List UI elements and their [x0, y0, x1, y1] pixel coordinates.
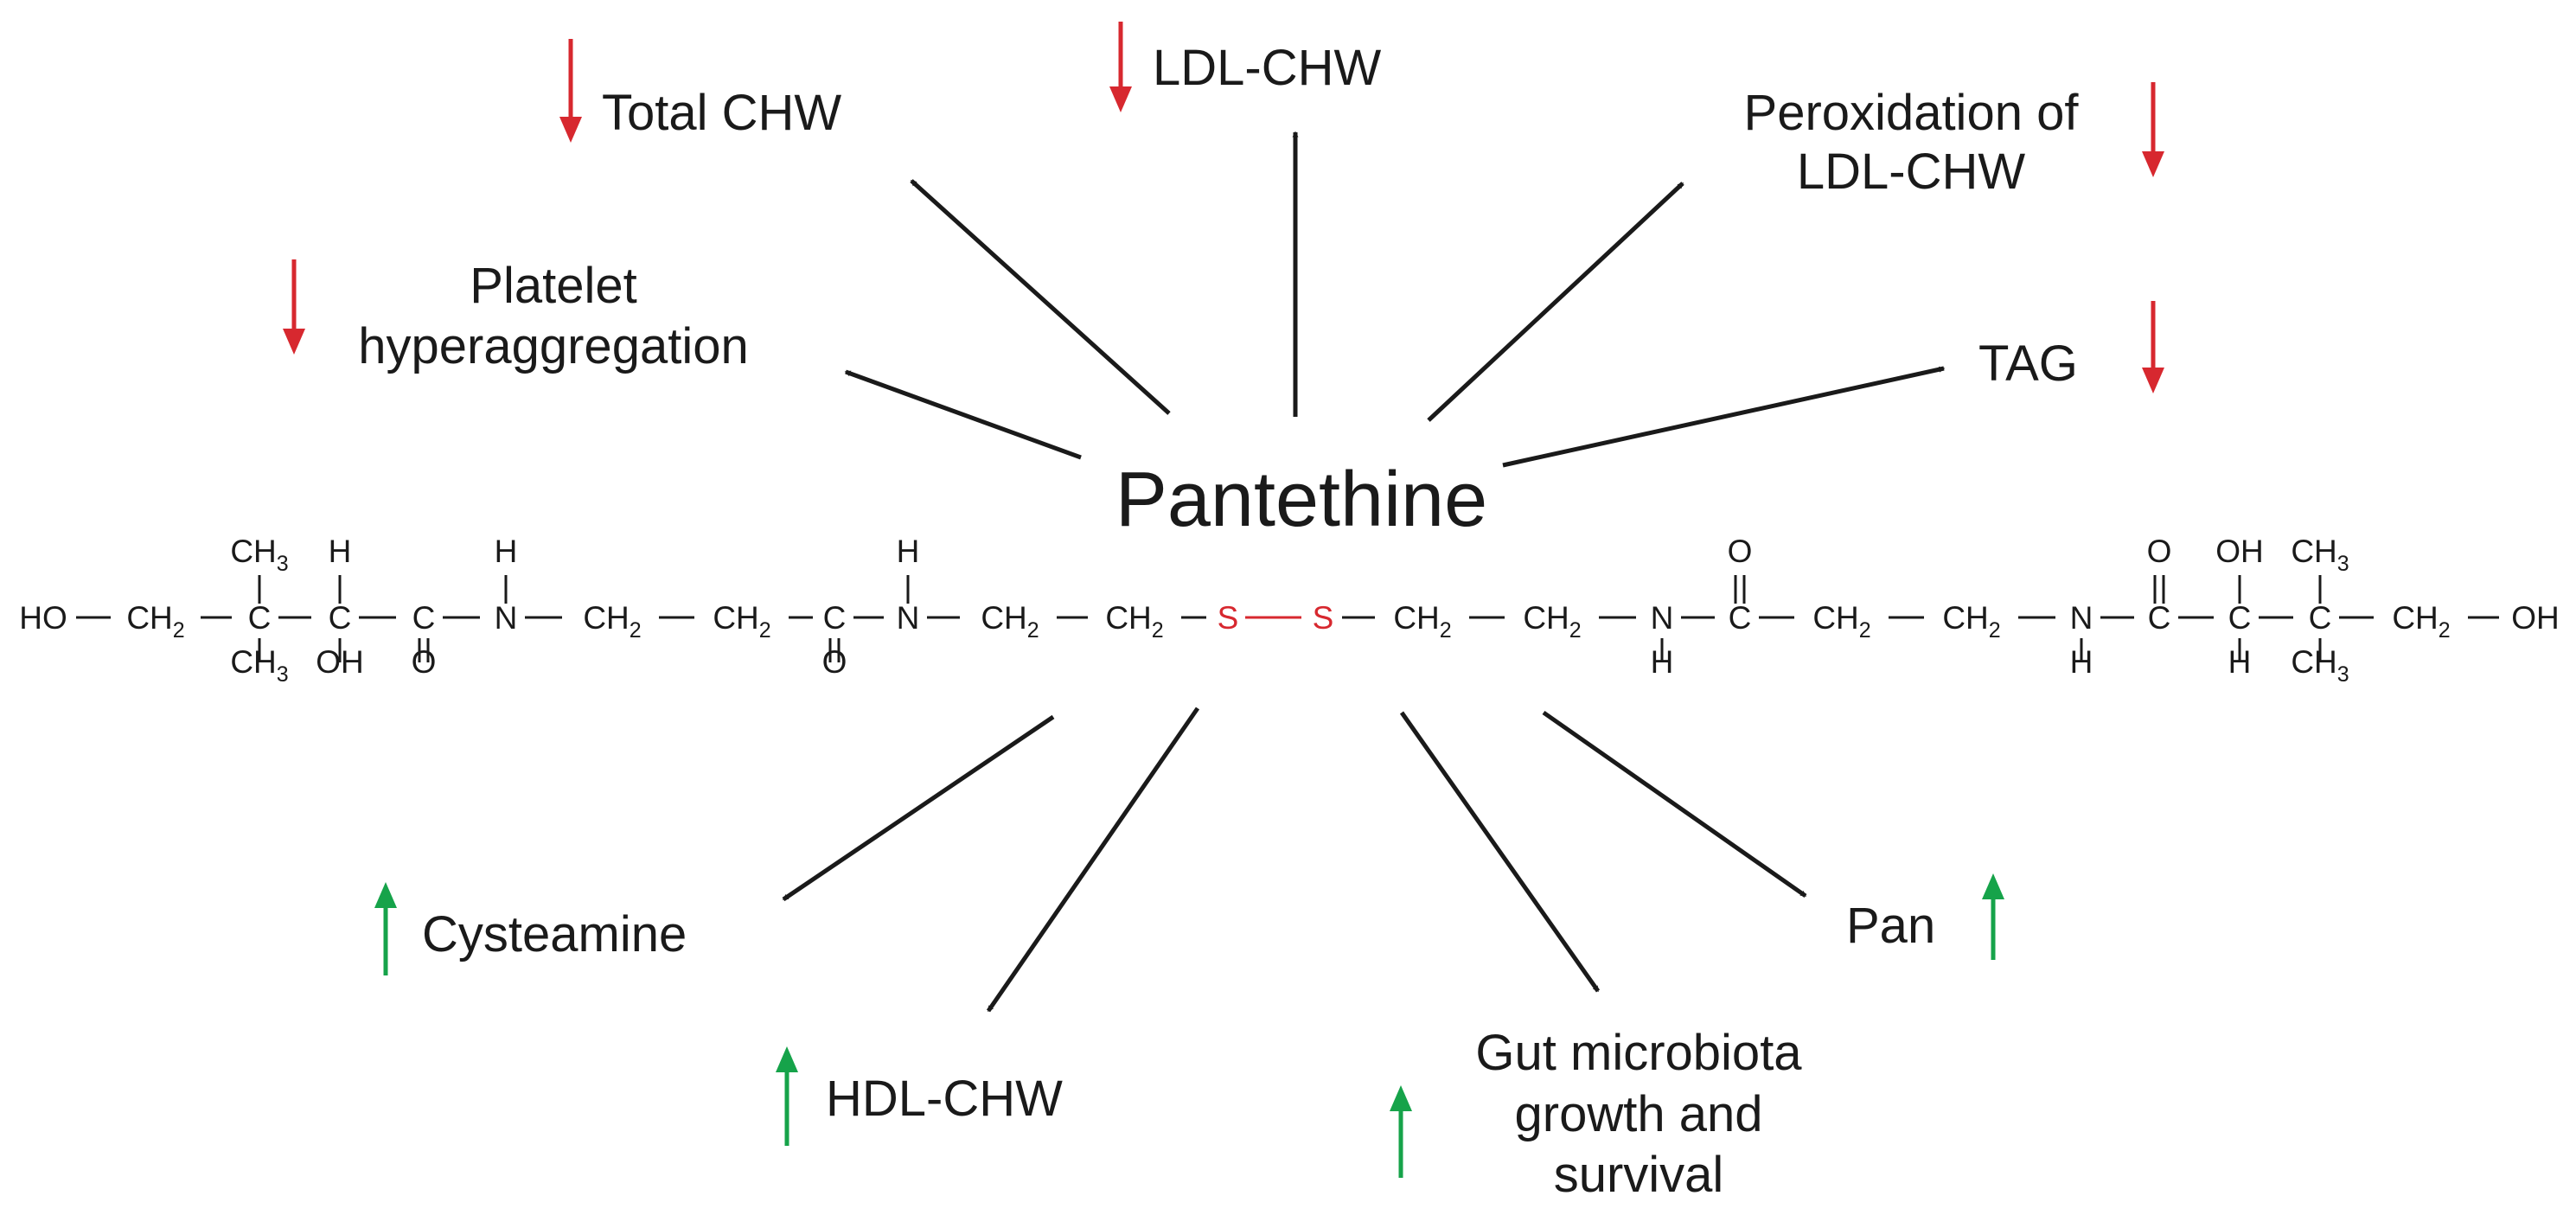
trend-pan-up-arrow — [1982, 873, 2004, 960]
amide-h-2: H — [897, 534, 920, 569]
carbonyl-oxygen-2: O — [822, 644, 847, 680]
amide-h-3: H — [1651, 644, 1674, 680]
label-platelet-line1: Platelet — [470, 258, 636, 314]
trend-tag-down-arrow — [2142, 301, 2164, 393]
carbonyl-oxygen-3: O — [1728, 534, 1753, 569]
label-total-chw: Total CHW — [602, 85, 841, 141]
amide-n-1: N — [495, 600, 518, 636]
trend-platelet-down-arrow — [283, 259, 305, 355]
sulfur-left: S — [1218, 600, 1239, 636]
arrow-to-cysteamine — [782, 714, 1055, 902]
arrow-to-peroxidation — [1427, 182, 1684, 422]
arrow-to-total-chw — [910, 179, 1171, 415]
label-gut-line2: growth and — [1515, 1086, 1763, 1142]
amide-n-4: N — [2070, 600, 2093, 636]
trend-gut-up-arrow — [1390, 1085, 1412, 1178]
methyl-bottom-right: CH3 — [2291, 644, 2349, 687]
arrow-to-tag — [1502, 366, 1946, 468]
label-ldl-chw: LDL-CHW — [1153, 40, 1381, 96]
methyl-top-left: CH3 — [230, 534, 288, 576]
h-bottom-alpha-right: H — [2228, 644, 2252, 680]
methyl-top-right: CH3 — [2291, 534, 2349, 576]
trend-total-chw-down-arrow — [559, 39, 582, 143]
trend-ldl-chw-down-arrow — [1109, 22, 1132, 112]
methylene-5: CH2 — [1105, 600, 1163, 643]
hydroxyl-alpha-left: OH — [316, 644, 364, 680]
sulfur-right: S — [1313, 600, 1334, 636]
alpha-carbon-right: C — [2228, 600, 2252, 636]
arrow-to-pan — [1542, 710, 1807, 898]
label-pan: Pan — [1846, 898, 1935, 954]
alpha-carbon-left: C — [329, 600, 352, 636]
amide-n-3: N — [1651, 600, 1674, 636]
carbonyl-carbon-2: C — [823, 600, 847, 636]
methylene-10: CH2 — [2392, 600, 2450, 643]
arrow-to-gut-microbiota — [1399, 711, 1601, 993]
methylene-6: CH2 — [1393, 600, 1451, 643]
arrow-to-hdl-chw — [986, 707, 1200, 1013]
methylene-4: CH2 — [981, 600, 1039, 643]
quaternary-carbon-right: C — [2309, 600, 2332, 636]
hydroxyl-alpha-right: OH — [2215, 534, 2264, 569]
methyl-bottom-left: CH3 — [230, 644, 288, 687]
carbonyl-carbon-3: C — [1729, 600, 1752, 636]
quaternary-carbon-left: C — [248, 600, 272, 636]
label-cysteamine: Cysteamine — [422, 906, 687, 962]
label-platelet-line2: hyperaggregation — [358, 318, 748, 374]
methylene-3: CH2 — [713, 600, 770, 643]
methylene-1: CH2 — [126, 600, 184, 643]
trend-hdl-chw-up-arrow — [776, 1046, 798, 1146]
arrow-to-platelet — [844, 369, 1082, 460]
amide-h-4: H — [2070, 644, 2093, 680]
h-top-alpha-left: H — [329, 534, 352, 569]
methylene-2: CH2 — [583, 600, 641, 643]
trend-peroxidation-down-arrow — [2142, 82, 2164, 177]
methylene-9: CH2 — [1942, 600, 2000, 643]
trend-cysteamine-up-arrow — [374, 882, 397, 975]
label-hdl-chw: HDL-CHW — [826, 1071, 1063, 1127]
label-gut-line1: Gut microbiota — [1475, 1025, 1802, 1081]
amide-n-2: N — [897, 600, 920, 636]
effect-labels: Total CHW LDL-CHW Peroxidation of LDL-CH… — [358, 40, 2079, 1203]
carbonyl-oxygen-1: O — [412, 644, 437, 680]
label-tag: TAG — [1978, 336, 2078, 392]
carbonyl-oxygen-4: O — [2147, 534, 2172, 569]
carbonyl-carbon-1: C — [412, 600, 436, 636]
label-peroxidation-line1: Peroxidation of — [1744, 85, 2080, 141]
hydroxyl-left: HO — [19, 600, 67, 636]
pantethine-title: Pantethine — [1115, 457, 1487, 543]
hydroxyl-right: OH — [2511, 600, 2560, 636]
radiating-arrows — [782, 131, 1946, 1013]
label-peroxidation-line2: LDL-CHW — [1797, 144, 2025, 200]
trend-arrows — [283, 22, 2164, 1178]
label-gut-line3: survival — [1554, 1147, 1724, 1203]
methylene-8: CH2 — [1812, 600, 1870, 643]
carbonyl-carbon-4: C — [2148, 600, 2171, 636]
amide-h-1: H — [495, 534, 518, 569]
methylene-7: CH2 — [1523, 600, 1581, 643]
